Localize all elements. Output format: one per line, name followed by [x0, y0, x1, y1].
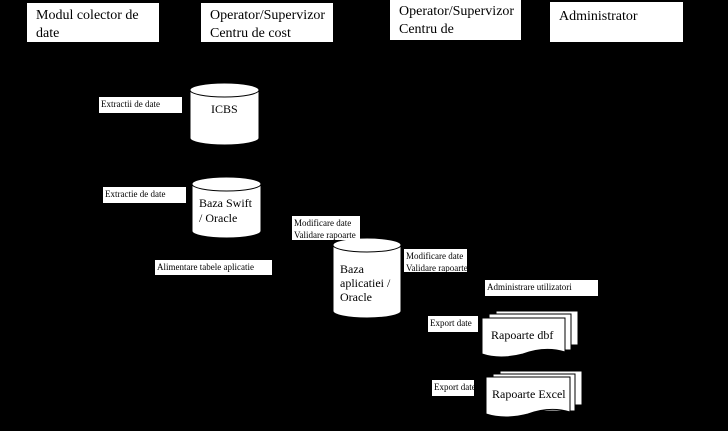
flow-label-administrare: Administrare utilizatori — [485, 280, 598, 296]
flow-label-modificare-1: Modificare date Validare rapoarte — [292, 216, 360, 240]
lane-modul-colector: Modul colector de date — [27, 3, 159, 42]
document-stack-dbf — [481, 310, 579, 358]
flow-label-extractie: Extractie de date — [103, 187, 186, 203]
document-label-excel: Rapoarte Excel — [492, 387, 566, 401]
lane-title: Operator/Supervizor — [399, 4, 515, 19]
db-label-line: / Oracle — [199, 211, 238, 225]
flow-label-extractii: Extractii de date — [99, 97, 182, 113]
label-line: Modificare date — [294, 218, 352, 228]
db-label-aplicatie: Baza aplicatiei / Oracle — [340, 262, 390, 304]
db-label-swift: Baza Swift / Oracle — [199, 196, 252, 226]
lane-title: Operator/Supervizor — [210, 8, 326, 23]
lane-administrator: Administrator — [550, 2, 683, 42]
lane-title: Modul colector de — [36, 8, 139, 23]
db-cylinder-icbs — [189, 89, 260, 146]
document-stack-excel — [485, 370, 583, 418]
lane-title: Centru de cost — [210, 26, 291, 41]
lane-centru-operatiuni: Operator/Supervizor Centru de operatiuni — [390, 0, 521, 55]
db-label-line: Oracle — [340, 290, 372, 304]
lane-title: date — [36, 26, 60, 41]
flow-label-modificare-2: Modificare date Validare rapoarte — [404, 249, 468, 273]
label-line: Modificare date — [406, 251, 464, 261]
db-label-line: Baza Swift — [199, 196, 252, 210]
db-cylinder-aplicatie — [332, 244, 402, 319]
label-line: Validare rapoarte — [294, 230, 356, 240]
lane-centru-cost: Operator/Supervizor Centru de cost — [201, 3, 333, 42]
flow-label-export-1: Export date — [428, 316, 478, 332]
lane-title: Administrator — [559, 9, 638, 24]
lane-title: Centru de operatiuni — [399, 22, 456, 55]
document-label-dbf: Rapoarte dbf — [491, 328, 554, 342]
flow-label-alimentare: Alimentare tabele aplicatie — [155, 260, 272, 275]
db-label-line: aplicatiei / — [340, 276, 391, 290]
db-label-icbs: ICBS — [211, 102, 238, 116]
db-label-line: Baza — [340, 262, 364, 276]
db-cylinder-swift — [191, 183, 262, 239]
flow-label-export-2: Export date — [432, 380, 476, 396]
label-line: Validare rapoarte — [406, 263, 468, 273]
